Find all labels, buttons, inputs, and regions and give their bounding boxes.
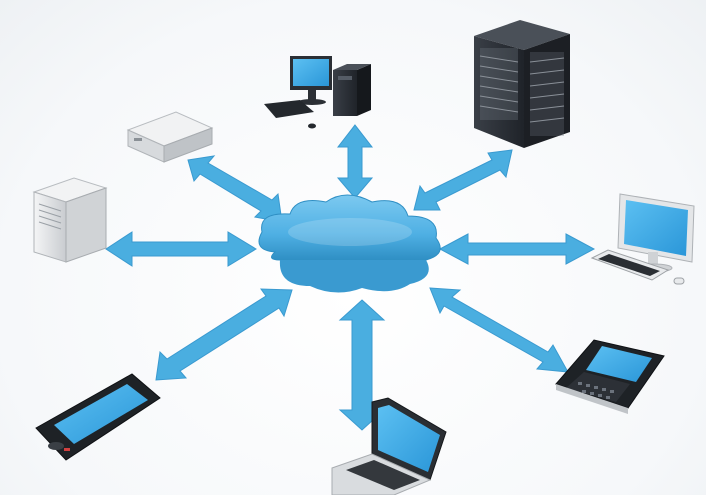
arrow-to-monitor bbox=[440, 234, 594, 264]
blackberry-phone-icon bbox=[556, 340, 664, 414]
monitor-keyboard-icon bbox=[592, 194, 694, 284]
arrow-to-blackberry bbox=[430, 288, 568, 372]
tower-server-icon bbox=[34, 178, 106, 262]
desktop-tower-pc-icon bbox=[264, 56, 371, 129]
arrow-to-tower-server bbox=[106, 232, 256, 266]
server-rack-icon bbox=[474, 20, 570, 148]
smartphone-icon bbox=[36, 374, 160, 460]
rackmount-server-icon bbox=[128, 112, 212, 162]
cloud-icon bbox=[259, 195, 440, 293]
arrow-to-smartphone bbox=[156, 289, 292, 380]
arrow-to-server-rack bbox=[414, 150, 512, 210]
arrow-to-rackmount bbox=[188, 156, 282, 222]
arrow-to-desktop bbox=[338, 125, 372, 198]
